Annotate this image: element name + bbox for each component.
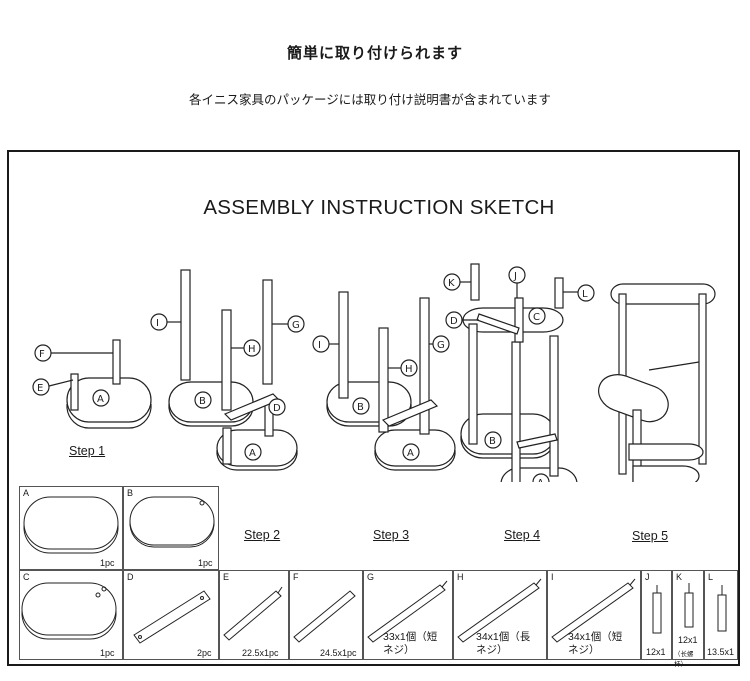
part-cell-l: L 13.5x1	[704, 570, 738, 660]
step-3-label: Step 3	[373, 528, 410, 542]
part-cell-j: J 12x1	[641, 570, 672, 660]
svg-text:K: K	[448, 278, 455, 289]
svg-text:E: E	[37, 383, 43, 394]
part-qty: 13.5x1	[707, 647, 735, 657]
part-c-drawing	[21, 582, 117, 640]
svg-text:A: A	[407, 448, 414, 459]
svg-text:G: G	[292, 320, 300, 331]
part-j-drawing	[652, 585, 662, 634]
page-subtitle: 各イニス家具のパッケージには取り付け説明書が含まれています	[189, 92, 551, 107]
page-title: 簡単に取り付けられます	[286, 44, 463, 62]
svg-text:A: A	[249, 448, 256, 459]
sheet-title: ASSEMBLY INSTRUCTION SKETCH	[203, 196, 555, 219]
part-e-drawing	[223, 586, 283, 641]
svg-text:H: H	[248, 344, 256, 355]
svg-text:B: B	[489, 436, 496, 447]
part-qty-line2: （长螺杆）	[674, 651, 694, 668]
part-cell-i: I 34x1個（短 ネジ）	[547, 570, 641, 660]
part-qty: 24.5x1pc	[320, 648, 357, 658]
part-cell-b: B 1pc	[123, 486, 219, 570]
part-letter: B	[127, 488, 134, 498]
svg-text:H: H	[405, 364, 413, 375]
svg-text:B: B	[357, 402, 364, 413]
part-letter: J	[645, 572, 650, 582]
assembly-sheet: ASSEMBLY INSTRUCTION SKETCH A E F B A	[7, 150, 740, 668]
part-cell-f: F 24.5x1pc	[289, 570, 363, 660]
part-g-drawing	[367, 580, 448, 643]
part-cell-c: C 1pc	[19, 570, 123, 660]
step-1-label: Step 1	[69, 444, 106, 458]
part-qty-line2: ネジ）	[383, 644, 415, 656]
part-letter: D	[127, 572, 134, 582]
part-qty-line1: 33x1個（短	[383, 631, 438, 643]
part-cell-g: G 33x1個（短 ネジ）	[363, 570, 453, 660]
part-d-drawing	[133, 590, 211, 644]
step-5-label: Step 5	[632, 529, 669, 543]
part-qty-line1: 34x1個（長	[476, 631, 531, 643]
part-letter: E	[223, 572, 230, 582]
part-letter: L	[708, 572, 714, 582]
svg-text:A: A	[537, 478, 544, 482]
part-cell-h: H 34x1個（長 ネジ）	[453, 570, 547, 660]
part-letter: I	[551, 572, 554, 582]
part-letter: H	[457, 572, 464, 582]
step2-drawing: B A I H G D	[150, 269, 305, 471]
part-b-drawing	[129, 496, 215, 548]
step-4-label: Step 4	[504, 528, 541, 542]
svg-text:I: I	[318, 340, 321, 351]
part-qty: 2pc	[197, 648, 212, 658]
part-l-drawing	[717, 585, 727, 632]
part-a-drawing	[23, 496, 119, 554]
part-qty: 1pc	[198, 558, 213, 568]
svg-text:J: J	[513, 271, 517, 282]
part-qty-line1: 12x1	[678, 635, 698, 645]
svg-text:F: F	[39, 349, 45, 360]
part-letter: F	[293, 572, 299, 582]
svg-text:G: G	[437, 340, 445, 351]
part-qty: 12x1	[646, 647, 666, 657]
part-letter: G	[367, 572, 375, 582]
svg-text:B: B	[199, 396, 206, 407]
part-qty-line1: 34x1個（短	[568, 631, 623, 643]
svg-text:C: C	[533, 312, 540, 323]
part-i-drawing	[551, 578, 636, 643]
part-qty: 1pc	[100, 648, 115, 658]
part-cell-k: K 12x1 （长螺杆）	[672, 570, 704, 668]
assembly-sketch-illustration: A E F B A I H G D	[32, 263, 716, 482]
part-k-drawing	[684, 583, 694, 628]
part-letter: A	[23, 488, 30, 498]
part-letter: K	[676, 572, 683, 582]
step3-drawing: B A I H G	[312, 291, 456, 471]
step-2-label: Step 2	[244, 528, 281, 542]
part-cell-a: A 1pc	[19, 486, 123, 570]
svg-text:A: A	[97, 394, 104, 405]
part-cell-d: D 2pc	[123, 570, 219, 660]
part-qty-line2: ネジ）	[476, 644, 508, 656]
step1-drawing: A E F	[32, 339, 152, 429]
part-qty: 1pc	[100, 558, 115, 568]
svg-text:I: I	[156, 318, 159, 329]
part-f-drawing	[293, 590, 356, 643]
svg-text:D: D	[273, 403, 281, 414]
part-qty-line2: ネジ）	[568, 644, 600, 656]
step4-drawing: B A K J L D C	[443, 263, 595, 482]
step5-drawing	[598, 283, 716, 482]
part-h-drawing	[457, 578, 542, 643]
part-qty: 22.5x1pc	[242, 648, 279, 658]
part-letter: C	[23, 572, 30, 582]
svg-text:D: D	[450, 316, 458, 327]
part-cell-e: E 22.5x1pc	[219, 570, 289, 660]
svg-text:L: L	[582, 289, 588, 300]
